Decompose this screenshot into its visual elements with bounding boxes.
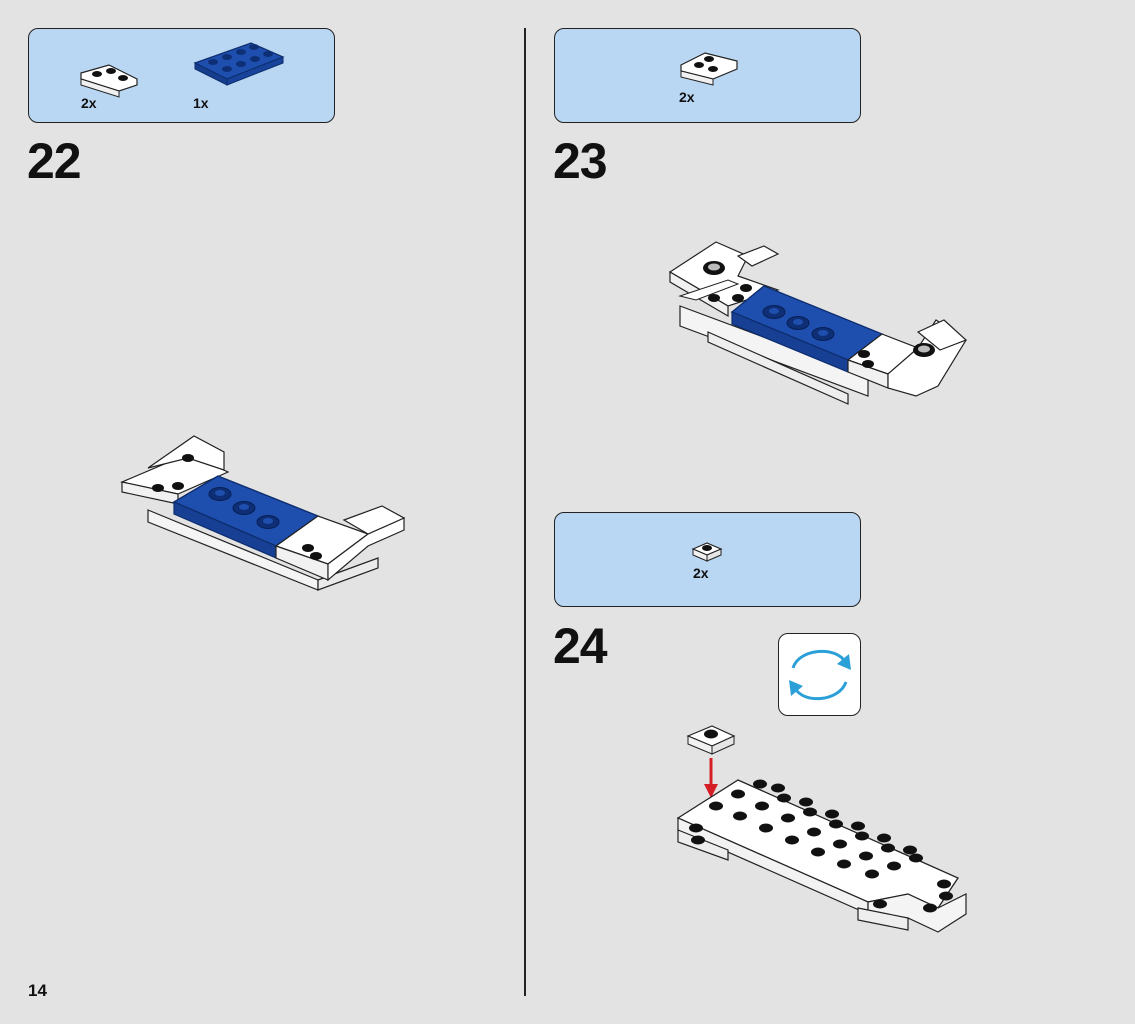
step-22-model [120,435,406,591]
part-quantity: 2x [693,565,709,581]
page-divider [524,28,526,996]
parts-callout-step-22: 2x 1x [28,28,335,123]
part-quantity: 2x [679,89,695,105]
step-number: 23 [553,133,608,189]
part-quantity: 2x [81,95,97,111]
step-23-model [668,241,968,405]
rotate-model-callout [778,633,861,716]
white-corner-plate-icon [80,64,138,98]
parts-callout-step-24: 2x [554,512,861,607]
blue-plate-icon [193,42,285,86]
page-number: 14 [28,981,47,1000]
step-24-model [676,725,967,933]
part-quantity: 1x [193,95,209,111]
step-number: 24 [553,618,608,674]
white-plate-1x1-icon [691,542,723,562]
white-corner-plate-icon [680,52,738,86]
rotate-model-icon [789,649,851,701]
step-number: 22 [27,133,82,189]
parts-callout-step-23: 2x [554,28,861,123]
